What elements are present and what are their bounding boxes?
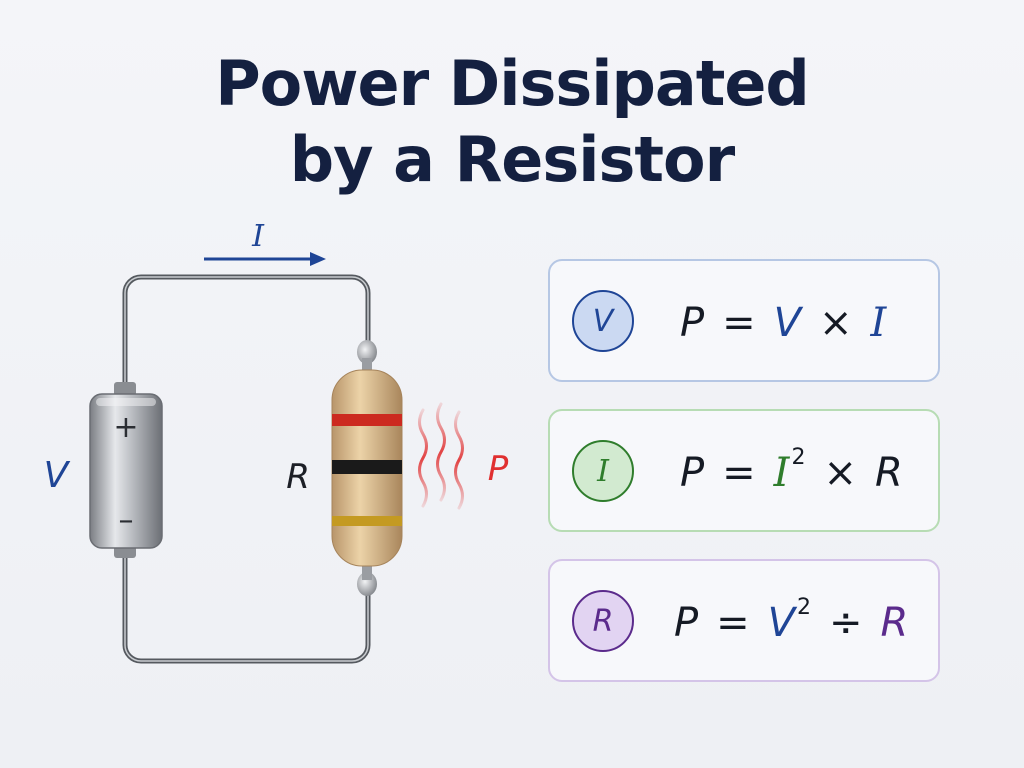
title-line-2: by a Resistor bbox=[289, 123, 735, 196]
formula-card-voltage: V P = V × I bbox=[548, 259, 940, 382]
formula-term: R bbox=[880, 600, 909, 646]
formula-operator: × bbox=[823, 450, 857, 496]
current-badge: I bbox=[572, 440, 634, 502]
voltage-badge: V bbox=[572, 290, 634, 352]
formula-operator: = bbox=[722, 450, 756, 496]
voltage-label: V bbox=[44, 455, 71, 496]
battery bbox=[89, 382, 163, 558]
resistance-badge: R bbox=[572, 590, 634, 652]
formula-operator: = bbox=[716, 600, 750, 646]
heat-waves-icon bbox=[418, 402, 464, 510]
resistor bbox=[331, 340, 403, 596]
formula-term: I bbox=[870, 300, 887, 346]
resistance-label: R bbox=[286, 457, 310, 497]
formula-term: P bbox=[674, 600, 699, 646]
formula-term: V bbox=[773, 300, 802, 346]
current-arrow bbox=[204, 252, 326, 266]
formula-term: R bbox=[874, 450, 903, 496]
formula-operator: × bbox=[819, 300, 853, 346]
resistor-band-red bbox=[332, 414, 402, 426]
resistor-band-gold bbox=[332, 516, 402, 526]
formula-term: V bbox=[767, 600, 796, 646]
formula-term: P bbox=[680, 450, 705, 496]
resistor-band-black bbox=[332, 460, 402, 474]
formula-term: I bbox=[773, 450, 790, 496]
formula-exponent: 2 bbox=[797, 594, 812, 620]
power-label: P bbox=[488, 449, 509, 489]
battery-minus-sign: – bbox=[119, 503, 134, 538]
formula-exponent: 2 bbox=[791, 444, 806, 470]
current-label: I bbox=[251, 219, 265, 254]
battery-plus-sign: + bbox=[113, 410, 138, 445]
formula-p-equals-v-times-i: P = V × I bbox=[680, 293, 886, 353]
page-title: Power Dissipated by a Resistor bbox=[0, 46, 1024, 198]
title-line-1: Power Dissipated bbox=[215, 47, 810, 120]
formula-term: P bbox=[680, 300, 705, 346]
formula-operator: ÷ bbox=[829, 600, 863, 646]
formula-operator: = bbox=[722, 300, 756, 346]
